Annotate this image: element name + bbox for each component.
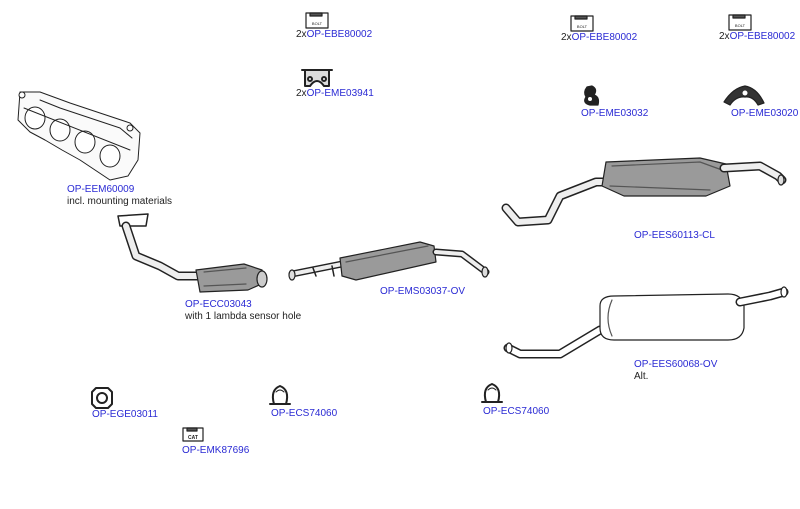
part-code-link[interactable]: OP-EME03020 (731, 108, 799, 119)
pipe-clamp-icon (481, 383, 503, 403)
part-code-link[interactable]: OP-EBE80002 (571, 32, 638, 43)
manifold-label: OP-EEM60009 incl. mounting materials (67, 184, 172, 208)
bolt-tag: BOLT (735, 23, 746, 28)
rubber-mount-icon (584, 85, 600, 106)
part-note: incl. mounting materials (67, 196, 173, 207)
clamp-label-2: OP-ECS74060 (483, 406, 549, 418)
exhaust-manifold-icon (17, 91, 141, 181)
part-quantity: 2x (561, 32, 572, 43)
clamp-label-1: OP-ECS74060 (271, 408, 337, 420)
part-code-link[interactable]: OP-EME03941 (306, 88, 374, 99)
hanger-label-1: 2xOP-EME03941 (296, 88, 374, 100)
part-quantity: 2x (296, 88, 307, 99)
bolt-tag: BOLT (312, 21, 323, 26)
hanger-label-2: OP-EME03032 (581, 108, 648, 120)
hanger-label-3: OP-EME03020 (731, 108, 798, 120)
middle-silencer-icon (288, 241, 490, 281)
part-code-link[interactable]: OP-EBE80002 (306, 29, 373, 40)
part-code-link[interactable]: OP-ECC03043 (185, 299, 252, 310)
catalyst-label: OP-ECC03043 with 1 lambda sensor hole (185, 299, 301, 323)
cat-mounting-kit-icon: CAT (182, 427, 204, 442)
part-code-link[interactable]: OP-EEM60009 (67, 184, 135, 195)
part-code-link[interactable]: OP-EGE03011 (92, 409, 158, 420)
bolt-kit-icon: BOLT (728, 14, 752, 31)
bolt-kit-icon: BOLT (570, 15, 594, 32)
bolt-kit-label-1: 2xOP-EBE80002 (296, 29, 372, 41)
part-code-link[interactable]: OP-EMS03037-OV (380, 286, 466, 297)
bolt-kit-icon: BOLT (305, 12, 329, 29)
part-code-link[interactable]: OP-EBE80002 (729, 31, 796, 42)
rear-silencer-label-2: OP-EES60068-OV Alt. (634, 359, 717, 383)
part-quantity: 2x (719, 31, 730, 42)
cat-kit-label: OP-EMK87696 (182, 445, 249, 457)
bolt-tag: BOLT (577, 24, 588, 29)
rubber-hanger-icon (301, 69, 333, 87)
gasket-label: OP-EGE03011 (92, 409, 158, 421)
catalytic-converter-icon (117, 213, 268, 293)
rear-silencer-label-1: OP-EES60113-CL (634, 230, 715, 242)
part-code-link[interactable]: OP-EES60113-CL (634, 230, 715, 241)
part-code-link[interactable]: OP-ECS74060 (271, 408, 338, 419)
pipe-clamp-icon (269, 385, 291, 405)
bolt-kit-label-2: 2xOP-EBE80002 (561, 32, 637, 44)
rear-silencer-icon (503, 286, 789, 359)
rubber-mount-icon (723, 85, 765, 106)
part-code-link[interactable]: OP-ECS74060 (483, 406, 550, 417)
part-code-link[interactable]: OP-EES60068-OV (634, 359, 718, 370)
part-note: with 1 lambda sensor hole (185, 311, 302, 322)
part-code-link[interactable]: OP-EME03032 (581, 108, 649, 119)
middle-silencer-label: OP-EMS03037-OV (380, 286, 465, 298)
part-quantity: 2x (296, 29, 307, 40)
part-code-link[interactable]: OP-EMK87696 (182, 445, 250, 456)
cat-tag: CAT (188, 435, 198, 441)
part-note: Alt. (634, 371, 649, 382)
bolt-kit-label-3: 2xOP-EBE80002 (719, 31, 795, 43)
gasket-icon (91, 387, 113, 409)
rear-silencer-icon (501, 157, 787, 227)
